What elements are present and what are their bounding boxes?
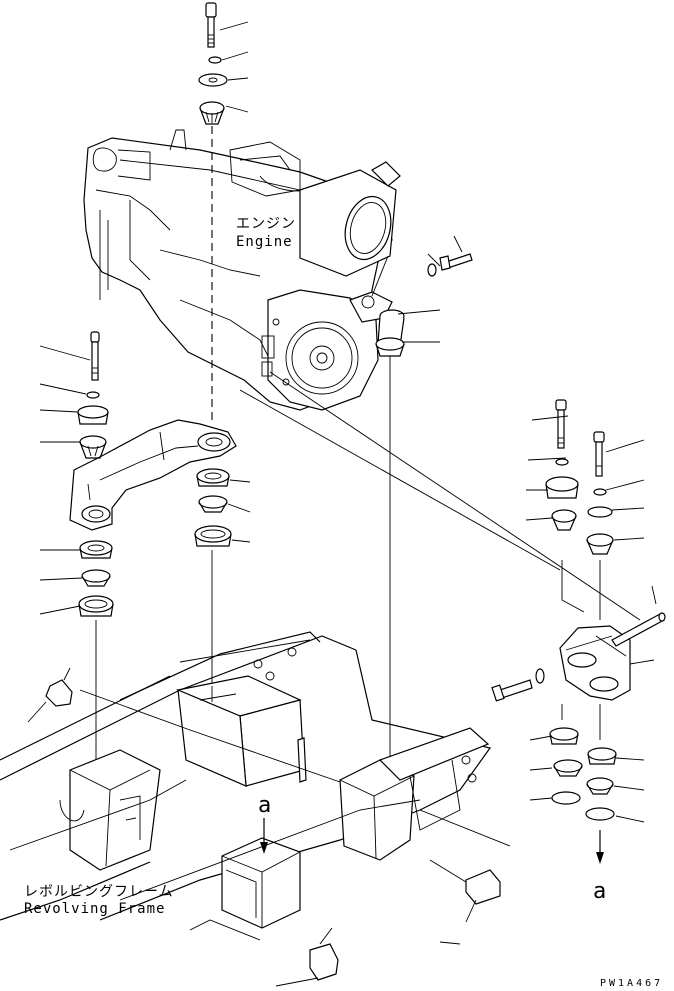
muffler	[299, 161, 401, 277]
right-mount-assembly	[491, 399, 666, 821]
engine-assembly	[83, 129, 473, 411]
side-bolt	[427, 253, 473, 277]
top-bolt	[205, 2, 217, 48]
view-marker-bottom: a	[593, 879, 606, 904]
frame-label-jp: レボルビングフレーム	[24, 884, 174, 900]
drawing-code: PW1A467	[600, 978, 663, 989]
frame-label-en: Revolving Frame	[24, 901, 165, 917]
view-marker-top: a	[258, 793, 271, 818]
top-cushion-flat	[198, 73, 228, 87]
front-mount-bracket	[69, 419, 237, 531]
top-mount-stack	[198, 2, 249, 125]
engine-label-jp: エンジン	[236, 216, 296, 232]
left-lower-stack	[78, 540, 114, 617]
revolving-frame	[0, 631, 511, 987]
center-lower-stack	[194, 468, 232, 547]
top-cushion-cone	[199, 101, 225, 125]
flywheel-housing	[261, 289, 379, 411]
rear-mount-bracket	[349, 291, 405, 357]
engine-label-en: Engine	[236, 234, 293, 250]
top-washer	[208, 56, 222, 64]
left-upper-stack	[77, 331, 109, 459]
